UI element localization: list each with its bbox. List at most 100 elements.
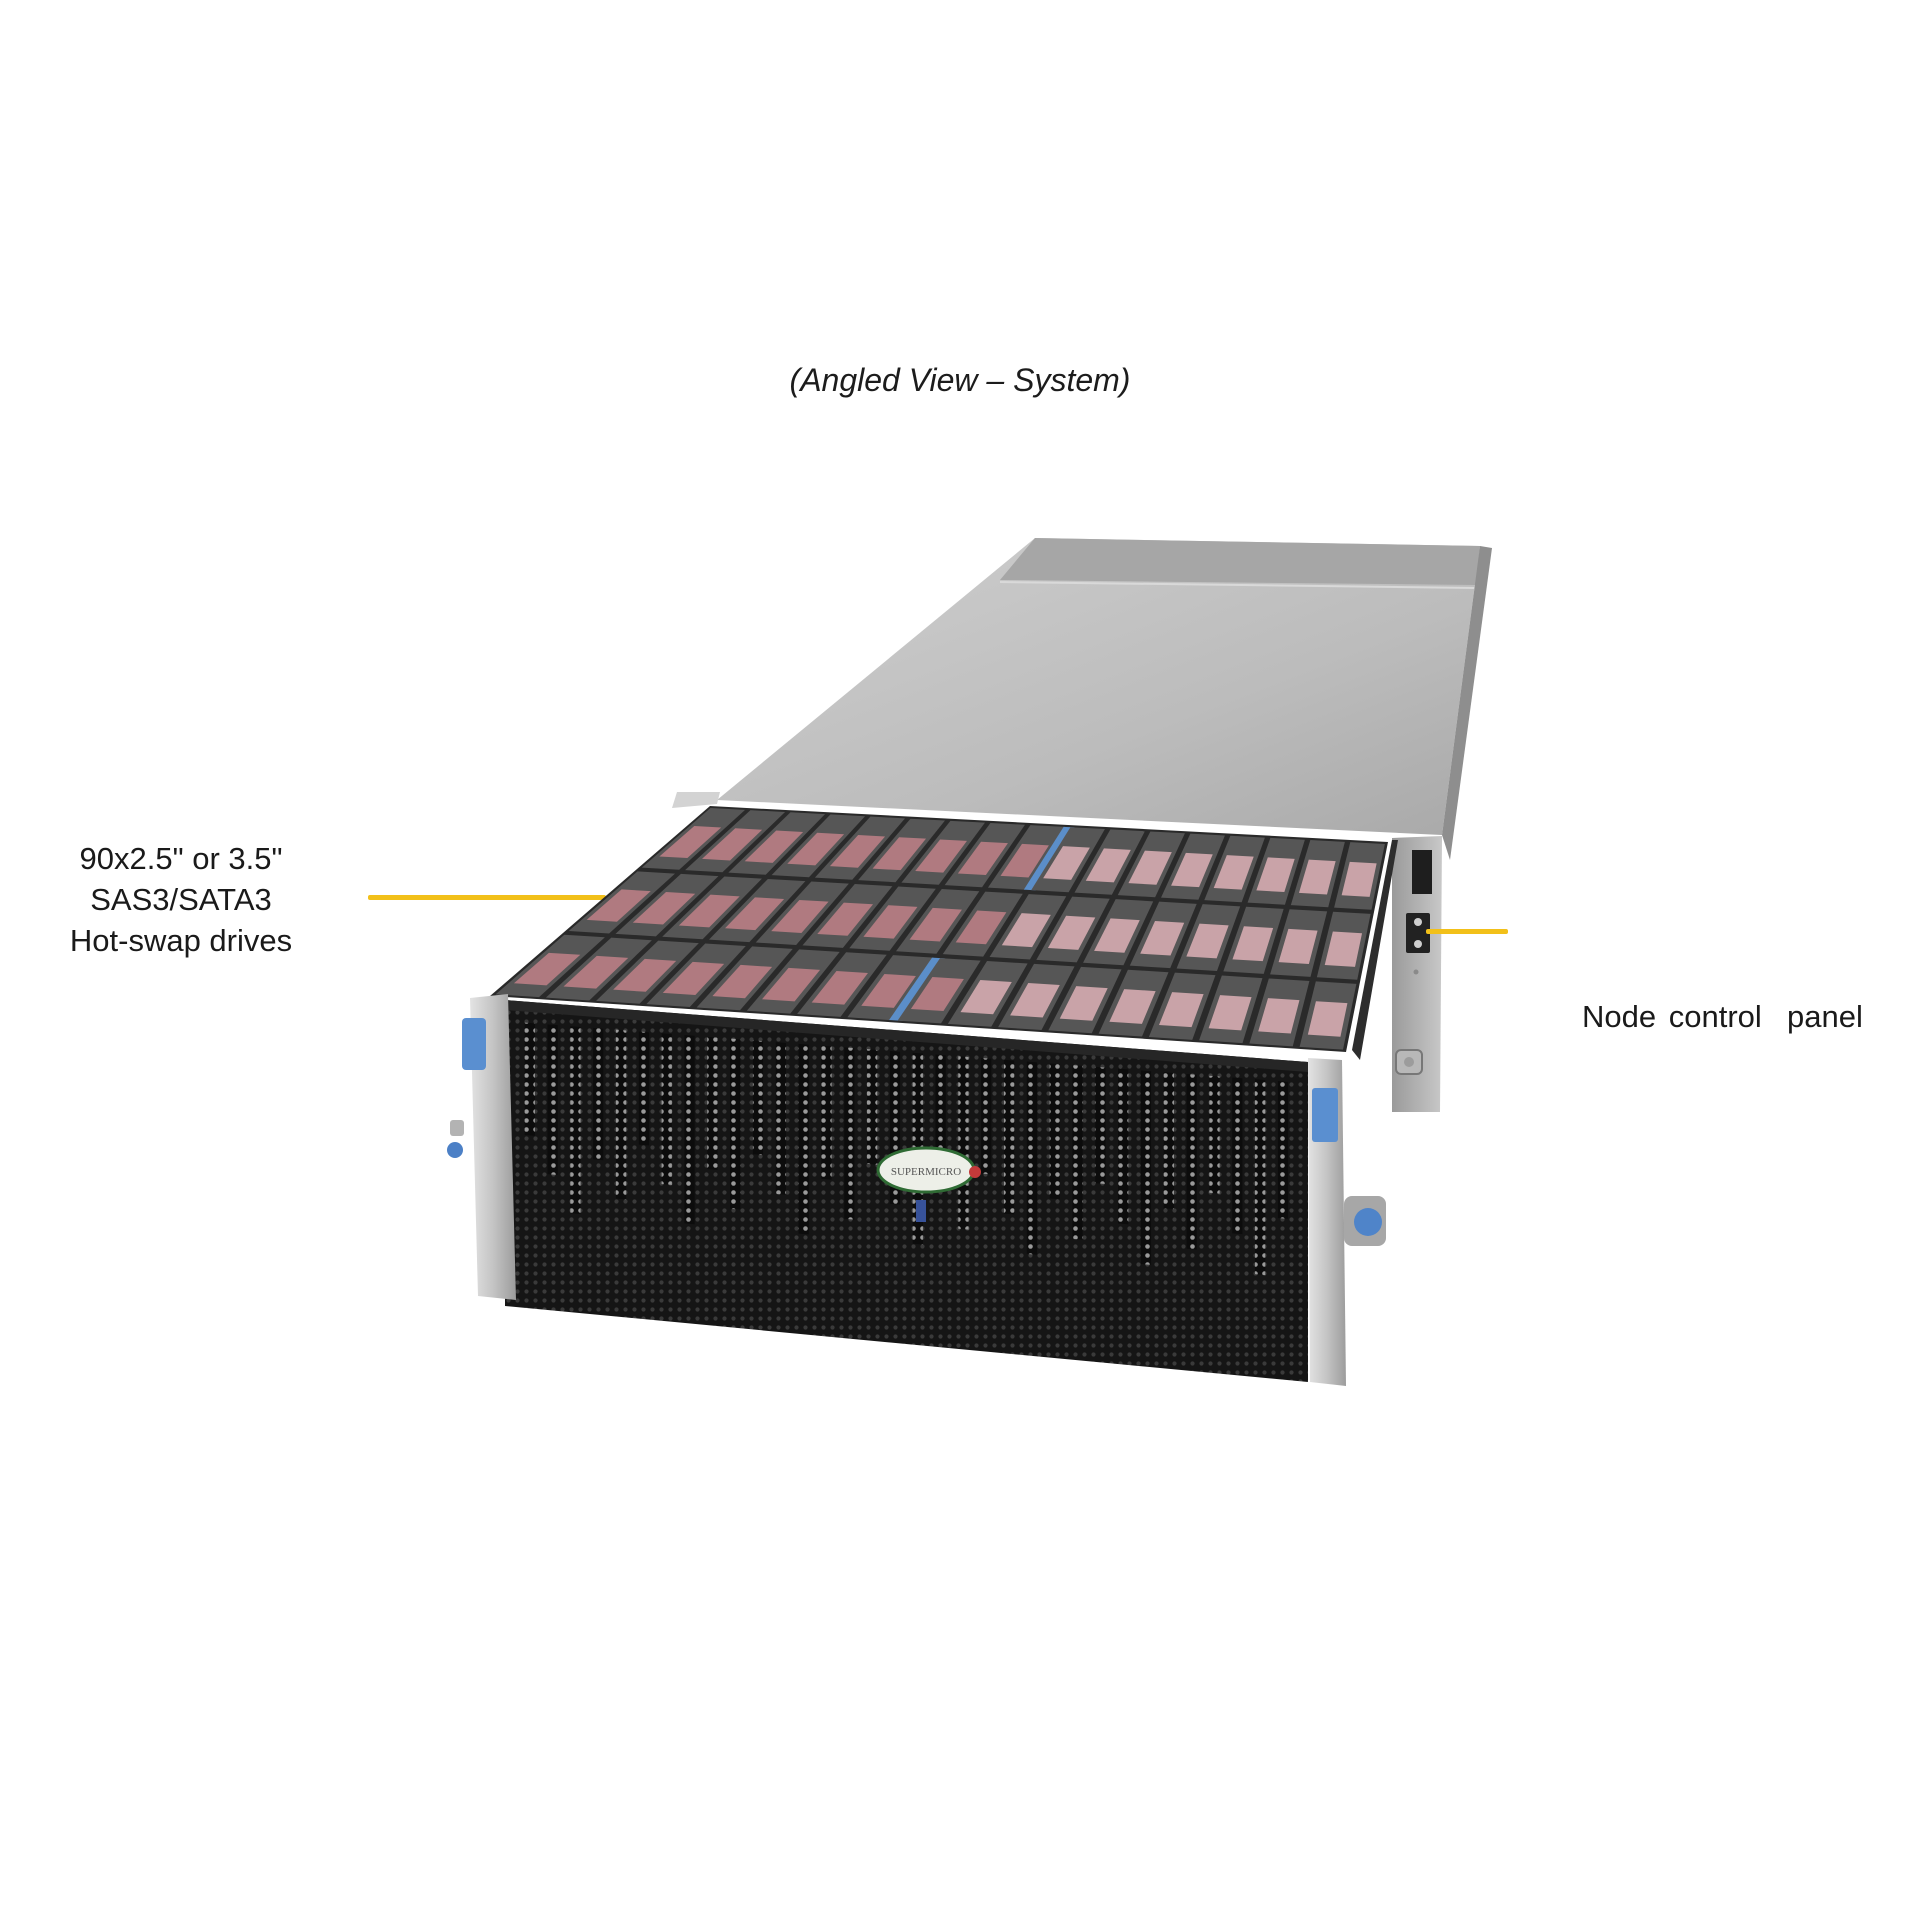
drive-label [662, 961, 725, 995]
drive-label [1158, 992, 1204, 1028]
grille-slot [821, 1045, 832, 1180]
grille-slot [1255, 1079, 1266, 1276]
grille-slot [1209, 1075, 1220, 1194]
grille-slot [798, 1043, 809, 1235]
grille-slot [775, 1042, 786, 1195]
drive-label [1171, 852, 1213, 888]
drive-label [771, 899, 829, 933]
node-side-panel [1352, 836, 1442, 1112]
grille-slot [730, 1038, 741, 1210]
drive-label [861, 973, 916, 1008]
leader-line-control-panel [1426, 929, 1508, 934]
grille-slot [615, 1029, 627, 1200]
grille-slot [570, 1026, 581, 1215]
drive-label [1307, 1001, 1348, 1037]
grille-slot [1026, 1061, 1038, 1255]
drive-label [787, 832, 845, 866]
grille-slot [981, 1058, 992, 1175]
callout-drives-line-1: 90x2.5" or 3.5" [79, 841, 283, 876]
drive-bay [490, 806, 1388, 1052]
callout-drives: 90x2.5" or 3.5" SAS3/SATA3 Hot-swap driv… [50, 838, 312, 961]
drive-label [910, 977, 964, 1012]
grille-slot [1140, 1070, 1152, 1265]
callout-drives-line-3: Hot-swap drives [69, 923, 293, 958]
drive-label [1128, 850, 1172, 885]
drive-label [744, 830, 804, 863]
callout-control-panel-line-1: Node control panel [1582, 999, 1863, 1034]
thumbscrew-icon[interactable] [1354, 1208, 1382, 1236]
drive-label [1324, 931, 1363, 967]
drive-label [563, 955, 629, 989]
drive-label [1278, 928, 1318, 964]
drive-label [513, 952, 581, 986]
grille-slot [638, 1031, 650, 1146]
drive-label [762, 967, 821, 1002]
grille-slot [707, 1036, 718, 1171]
right-handle-latch [1312, 1088, 1338, 1142]
drive-label [1047, 915, 1096, 950]
grille-slot [1072, 1065, 1083, 1240]
grille-slot [844, 1047, 855, 1220]
grille-slot [1186, 1073, 1197, 1250]
callout-control-panel: Node control panel [1582, 914, 1863, 1078]
drive-label [1094, 918, 1140, 953]
drive-label [613, 958, 677, 992]
drive-label [1109, 989, 1156, 1024]
grille-slot [1163, 1072, 1174, 1210]
drive-label [1085, 848, 1131, 883]
drive-label [817, 902, 874, 936]
grille-slot [958, 1056, 969, 1230]
drive-label [725, 897, 785, 931]
drive-label [1258, 998, 1300, 1034]
drive-label [811, 970, 868, 1005]
drive-label [915, 839, 967, 873]
drive-label [1043, 846, 1090, 880]
grille-slot [547, 1024, 558, 1175]
drive-label [1256, 857, 1295, 893]
drive-label [1213, 855, 1254, 890]
grille-slot [684, 1034, 695, 1225]
grille-slot [1118, 1068, 1129, 1225]
leader-line-drives [368, 895, 606, 900]
grille-slot [593, 1027, 604, 1161]
grille-slot [524, 1022, 535, 1136]
node-control-panel[interactable] [1406, 913, 1430, 953]
drive-label [1010, 983, 1060, 1018]
grille-slot [1049, 1063, 1060, 1200]
right-rack-ear [1308, 1058, 1386, 1386]
drive-label [829, 834, 886, 868]
drive-label [586, 889, 651, 922]
drive-label [863, 905, 918, 939]
grille-slot [1232, 1077, 1243, 1235]
drive-label [1186, 923, 1229, 959]
supermicro-logo-badge: SUPERMICRO [876, 1146, 981, 1222]
grille-slot [1095, 1066, 1106, 1185]
drive-label [1059, 986, 1108, 1021]
drive-label [1208, 995, 1252, 1031]
drive-label [872, 837, 927, 871]
drive-label [1298, 859, 1336, 895]
drive-label [632, 892, 696, 925]
drive-label [955, 910, 1007, 945]
drive-label [1001, 913, 1051, 948]
left-rack-ear [447, 994, 516, 1300]
drive-label [659, 826, 722, 859]
grille-slot [1003, 1059, 1015, 1215]
drive-label [1232, 926, 1274, 962]
drive-label [712, 964, 773, 999]
drive-label [957, 841, 1008, 876]
drive-label [702, 828, 763, 861]
drive-label [678, 894, 740, 928]
grille-slot [867, 1049, 878, 1165]
drive-label [1000, 843, 1049, 878]
grille-slot [1277, 1081, 1289, 1219]
grille-slot [752, 1040, 764, 1156]
grille-slot [661, 1033, 672, 1185]
figure-caption: (Angled View – System) [789, 362, 1131, 398]
callout-drives-line-2: SAS3/SATA3 [90, 882, 272, 917]
left-handle-latch [462, 1018, 486, 1070]
drive-label [909, 907, 962, 942]
drive-label [1140, 920, 1185, 956]
drive-label [960, 980, 1012, 1015]
